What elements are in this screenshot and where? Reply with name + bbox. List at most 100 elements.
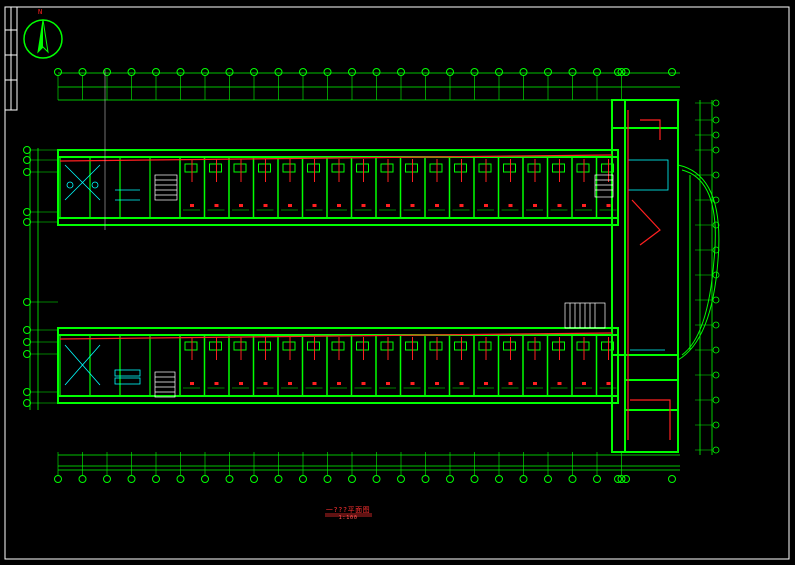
room-label — [214, 204, 219, 207]
room-fixture — [282, 341, 296, 351]
top-dimension-lines — [58, 72, 680, 101]
axis-bubble — [78, 475, 87, 483]
room-fixture — [282, 163, 296, 173]
room-fixture — [356, 163, 369, 173]
room-fixture — [552, 341, 565, 351]
axis-bubble — [103, 475, 111, 483]
room-label — [533, 204, 537, 207]
axis-bubble — [23, 338, 31, 346]
room-label — [533, 382, 537, 385]
axis-bubble — [250, 68, 258, 76]
room-label — [190, 382, 194, 385]
axis-bubble — [470, 68, 479, 76]
room-fixture — [331, 163, 345, 173]
axis-bubble — [299, 68, 307, 76]
room-fixture — [576, 163, 590, 173]
room-fixture — [478, 163, 492, 173]
axis-bubble — [23, 168, 31, 176]
axis-bubble — [712, 346, 720, 354]
room-label — [459, 204, 464, 207]
room-label — [606, 382, 611, 385]
room-fixture — [576, 341, 590, 351]
room-label — [239, 382, 243, 385]
axis-bubble — [495, 68, 503, 76]
room-fixture — [258, 341, 271, 351]
axis-bubble — [470, 475, 479, 483]
axis-bubble — [593, 68, 601, 76]
axis-bubble — [274, 68, 283, 76]
axis-bubble — [568, 475, 577, 483]
right-axis-bubbles — [695, 99, 720, 454]
room-label — [312, 204, 317, 207]
room-fixture — [380, 341, 394, 351]
room-fixture — [527, 163, 541, 173]
axis-bubble — [712, 131, 720, 139]
axis-bubble — [712, 171, 720, 179]
axis-bubble — [54, 475, 62, 483]
room-label — [410, 382, 415, 385]
axis-bubble — [712, 296, 720, 304]
axis-bubble — [152, 68, 160, 76]
axis-bubble — [23, 146, 31, 154]
room-label — [337, 382, 341, 385]
stair-middle — [564, 302, 606, 329]
room-label — [288, 382, 292, 385]
axis-bubble — [712, 321, 720, 329]
room-fixture — [527, 341, 541, 351]
room-label — [386, 204, 390, 207]
room-fixture — [233, 163, 247, 173]
axis-bubble — [712, 221, 720, 229]
room-label — [386, 382, 390, 385]
top-axis-bubbles — [54, 68, 676, 100]
room-label — [214, 382, 219, 385]
axis-bubble — [614, 68, 622, 76]
room-fixture — [503, 341, 516, 351]
axis-bubble — [668, 475, 676, 483]
room-label — [606, 204, 611, 207]
axis-bubble — [568, 68, 577, 76]
room-fixture — [429, 163, 443, 173]
axis-bubble — [519, 475, 528, 483]
room-label — [557, 382, 562, 385]
axis-bubble — [127, 68, 136, 76]
room-label — [435, 204, 439, 207]
room-fixture — [405, 163, 418, 173]
room-fixture — [478, 341, 492, 351]
axis-bubble — [127, 475, 136, 483]
axis-bubble — [446, 475, 454, 483]
axis-bubble — [614, 475, 622, 483]
lower-wing-walls — [57, 327, 619, 404]
upper-wing-walls — [57, 149, 619, 226]
axis-bubble — [323, 475, 332, 483]
stair-upper-right — [594, 174, 614, 198]
axis-bubble — [54, 68, 62, 76]
axis-bubble — [372, 68, 381, 76]
room-label — [484, 204, 488, 207]
axis-bubble — [274, 475, 283, 483]
axis-bubble — [544, 68, 552, 76]
axis-bubble — [78, 68, 87, 76]
room-label — [410, 204, 415, 207]
room-label — [557, 204, 562, 207]
drawing-scale: 1:100 — [338, 515, 358, 521]
axis-bubble — [152, 475, 160, 483]
lower-wing-rooms — [59, 335, 617, 396]
stair-upper-left — [154, 174, 178, 201]
room-fixture — [184, 163, 198, 173]
axis-bubble — [23, 350, 31, 358]
axis-bubble — [397, 475, 405, 483]
room-label — [239, 204, 243, 207]
room-fixture — [184, 341, 198, 351]
title-underline — [325, 513, 372, 517]
axis-bubble — [23, 298, 31, 306]
room-fixture — [454, 341, 467, 351]
washroom-fixtures — [64, 159, 669, 386]
axis-bubble — [622, 475, 630, 483]
axis-bubble — [421, 475, 430, 483]
room-fixture — [601, 341, 614, 351]
axis-bubble — [712, 116, 720, 124]
room-label — [508, 382, 513, 385]
axis-bubble — [176, 475, 185, 483]
bottom-axis-bubbles — [54, 452, 676, 483]
room-label — [582, 204, 586, 207]
